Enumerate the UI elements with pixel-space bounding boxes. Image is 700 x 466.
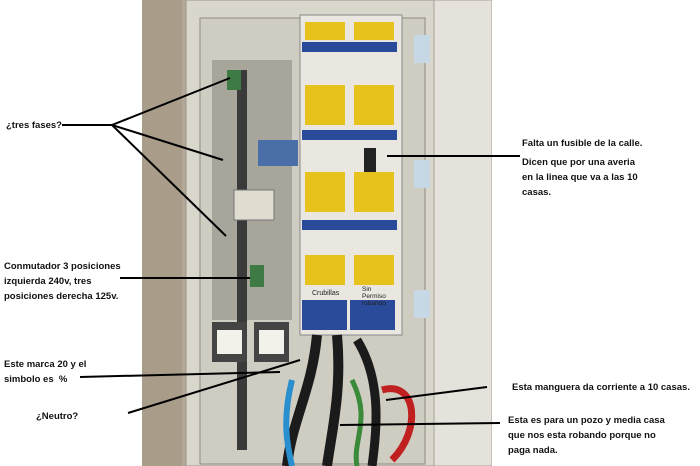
- annotation-conmutador: Conmutador 3 posiciones izquierda 240v, …: [4, 261, 121, 302]
- annotation-pozo: Esta es para un pozo y media casa que no…: [508, 415, 665, 456]
- annotation-fusible: Falta un fusible de la calle.: [522, 138, 643, 149]
- annotation-manguera: Esta manguera da corriente a 10 casas.: [512, 382, 690, 393]
- annotation-marca: Este marca 20 y el simbolo es %: [4, 359, 87, 385]
- annotation-tres-fases: ¿tres fases?: [6, 120, 62, 131]
- annotation-neutro: ¿Neutro?: [36, 411, 79, 422]
- fuse-tag-left: Crubillas: [312, 290, 340, 297]
- electrical-panel-photo: [142, 0, 492, 466]
- fuse-tag-right: Sin Permiso robando: [362, 286, 386, 307]
- annotation-averia: Dicen que por una averia en la linea que…: [522, 157, 638, 198]
